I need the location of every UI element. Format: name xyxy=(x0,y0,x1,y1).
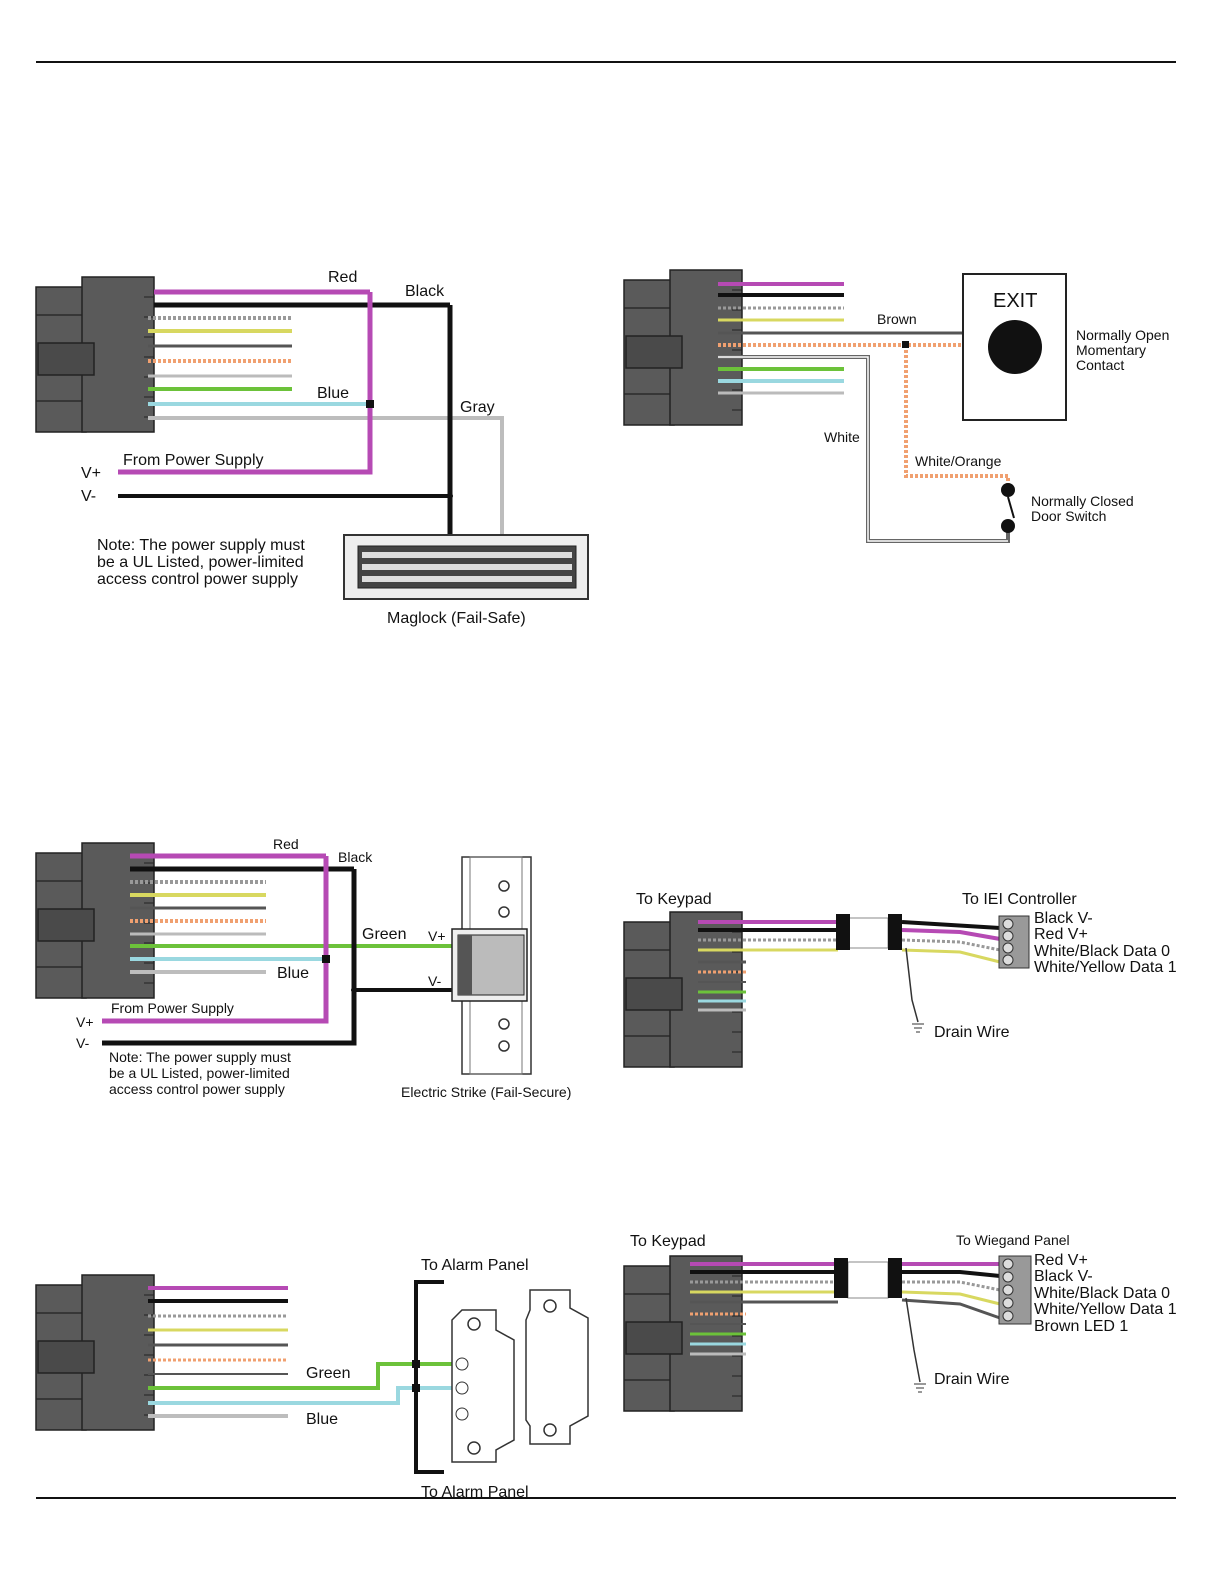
exit-button xyxy=(988,320,1042,374)
label-to-wiegand-panel: To Wiegand Panel xyxy=(956,1232,1070,1248)
label-no-2: Momentary xyxy=(1076,342,1146,358)
label-to-keypad: To Keypad xyxy=(636,891,712,908)
iei-controller-diagram: To Keypad To IEI Controller Black V- Red… xyxy=(623,891,1177,1068)
wire-green xyxy=(148,1362,452,1390)
label-vminus: V- xyxy=(76,1035,90,1051)
label-red: Red xyxy=(328,269,357,286)
label-to-controller: To IEI Controller xyxy=(962,891,1077,908)
door-switch xyxy=(1001,483,1015,497)
label-no-1: Normally Open xyxy=(1076,327,1169,343)
label-vminus: V- xyxy=(81,488,96,505)
strike-diagram: Red Black Green V+ V- Blue From Power Su… xyxy=(35,836,571,1100)
label-white-orange: White/Orange xyxy=(915,453,1002,469)
cable-ferrule xyxy=(834,1258,848,1298)
wire-blue xyxy=(148,1386,452,1405)
label-to-keypad: To Keypad xyxy=(630,1233,706,1250)
drain-wire xyxy=(905,947,919,1023)
terminal-label-1: Black V- xyxy=(1034,910,1093,927)
label-green: Green xyxy=(306,1365,350,1382)
label-blue: Blue xyxy=(317,385,349,402)
label-white: White xyxy=(824,429,860,445)
label-exit: EXIT xyxy=(993,290,1037,312)
terminal-label-2: Red V+ xyxy=(1034,926,1088,943)
bottom-rule xyxy=(36,1497,1176,1499)
note-line-2: be a UL Listed, power-limited xyxy=(109,1065,290,1081)
label-nc-1: Normally Closed xyxy=(1031,493,1134,509)
label-strike-vminus: V- xyxy=(428,973,442,989)
terminal-label-3: White/Black Data 0 xyxy=(1034,1285,1170,1302)
label-drain-wire: Drain Wire xyxy=(934,1371,1010,1388)
caption-strike: Electric Strike (Fail-Secure) xyxy=(401,1084,571,1100)
connector-block xyxy=(35,276,155,433)
connector-block xyxy=(35,1274,155,1431)
label-vplus: V+ xyxy=(76,1014,94,1030)
wiegand-panel-diagram: To Keypad To Wiegand Panel Red V+ Black … xyxy=(623,1232,1177,1412)
label-nc-2: Door Switch xyxy=(1031,508,1106,524)
terminal-label-1: Red V+ xyxy=(1034,1252,1088,1269)
label-blue: Blue xyxy=(277,965,309,982)
alarm-panel-diagram: To Alarm Panel To Alarm Panel Green Blue xyxy=(35,1257,589,1501)
label-to-alarm-top: To Alarm Panel xyxy=(421,1257,529,1274)
top-rule xyxy=(36,61,1176,63)
label-brown: Brown xyxy=(877,311,917,327)
cable-ferrule xyxy=(836,914,850,950)
label-no-3: Contact xyxy=(1076,357,1124,373)
label-drain-wire: Drain Wire xyxy=(934,1024,1010,1041)
label-red: Red xyxy=(273,836,299,852)
alarm-terminal xyxy=(451,1309,515,1463)
label-black: Black xyxy=(338,849,373,865)
label-vplus: V+ xyxy=(81,465,101,482)
note-line-1: Note: The power supply must xyxy=(109,1049,291,1065)
note-line-1: Note: The power supply must xyxy=(97,537,305,554)
label-green: Green xyxy=(362,926,406,943)
label-black: Black xyxy=(405,283,445,300)
label-strike-vplus: V+ xyxy=(428,928,446,944)
terminal-label-4: White/Yellow Data 1 xyxy=(1034,1301,1177,1318)
caption-maglock: Maglock (Fail-Safe) xyxy=(387,610,526,627)
note-line-3: access control power supply xyxy=(97,571,298,588)
terminal-label-3: White/Black Data 0 xyxy=(1034,943,1170,960)
terminal-label-4: White/Yellow Data 1 xyxy=(1034,959,1177,976)
wire-gray xyxy=(148,416,504,535)
label-from-power-supply: From Power Supply xyxy=(111,1000,234,1016)
label-to-alarm-bottom: To Alarm Panel xyxy=(421,1484,529,1501)
terminal-label-5: Brown LED 1 xyxy=(1034,1318,1128,1335)
note-line-3: access control power supply xyxy=(109,1081,285,1097)
label-from-power-supply: From Power Supply xyxy=(123,452,264,469)
exit-switch-diagram: Brown EXIT Normally Open Momentary Conta… xyxy=(623,269,1169,543)
label-blue: Blue xyxy=(306,1411,338,1428)
terminal-label-2: Black V- xyxy=(1034,1268,1093,1285)
note-line-2: be a UL Listed, power-limited xyxy=(97,554,304,571)
maglock-diagram: Red Black Blue Gray From Power Supply V+… xyxy=(35,269,589,627)
label-gray: Gray xyxy=(460,399,495,416)
connector-block xyxy=(623,911,743,1068)
drain-wire xyxy=(905,1297,921,1383)
